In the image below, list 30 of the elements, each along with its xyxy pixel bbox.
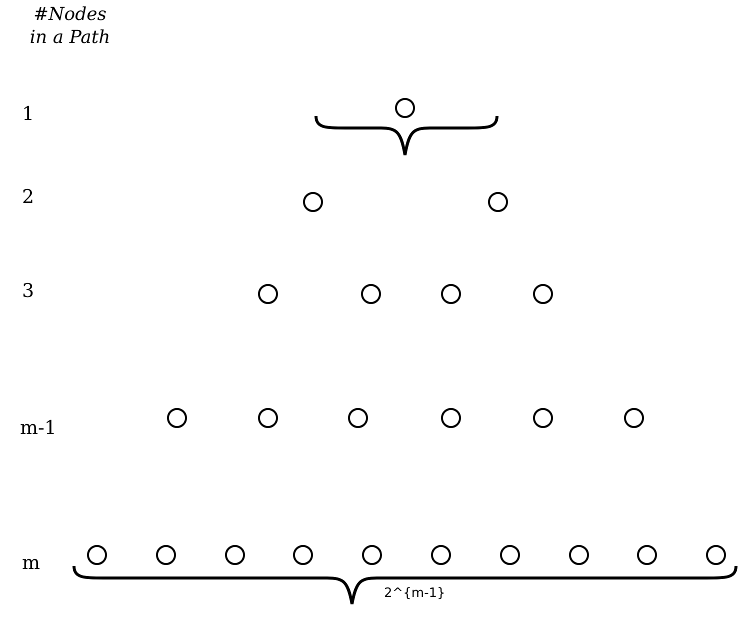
circle-node — [361, 284, 381, 304]
row-label: 3 — [22, 280, 34, 302]
row-label: 1 — [22, 103, 34, 125]
circle-node — [395, 98, 415, 118]
count-label: 2^{m-1} — [384, 586, 446, 601]
axis-heading: #Nodes in a Path — [28, 4, 112, 49]
circle-node — [624, 408, 644, 428]
circle-node — [258, 408, 278, 428]
circle-node — [258, 284, 278, 304]
circle-node — [224, 545, 245, 565]
circle-node — [431, 545, 451, 565]
circle-node — [500, 545, 520, 565]
row-label: m-1 — [20, 417, 57, 439]
circle-node — [348, 408, 368, 428]
circle-node — [533, 284, 553, 304]
circle-node — [293, 545, 314, 565]
row-label: 2 — [22, 186, 34, 208]
circle-node — [362, 545, 382, 565]
circle-node — [156, 545, 176, 565]
circle-node — [568, 545, 589, 565]
row-label: m — [22, 552, 40, 574]
circle-node — [167, 408, 187, 428]
circle-node — [637, 545, 658, 565]
circle-node — [87, 545, 107, 565]
circle-node — [706, 545, 726, 565]
circle-node — [441, 408, 461, 428]
circle-node — [533, 408, 553, 428]
circle-node — [441, 284, 461, 304]
circle-node — [488, 192, 508, 212]
circle-node — [303, 192, 323, 212]
